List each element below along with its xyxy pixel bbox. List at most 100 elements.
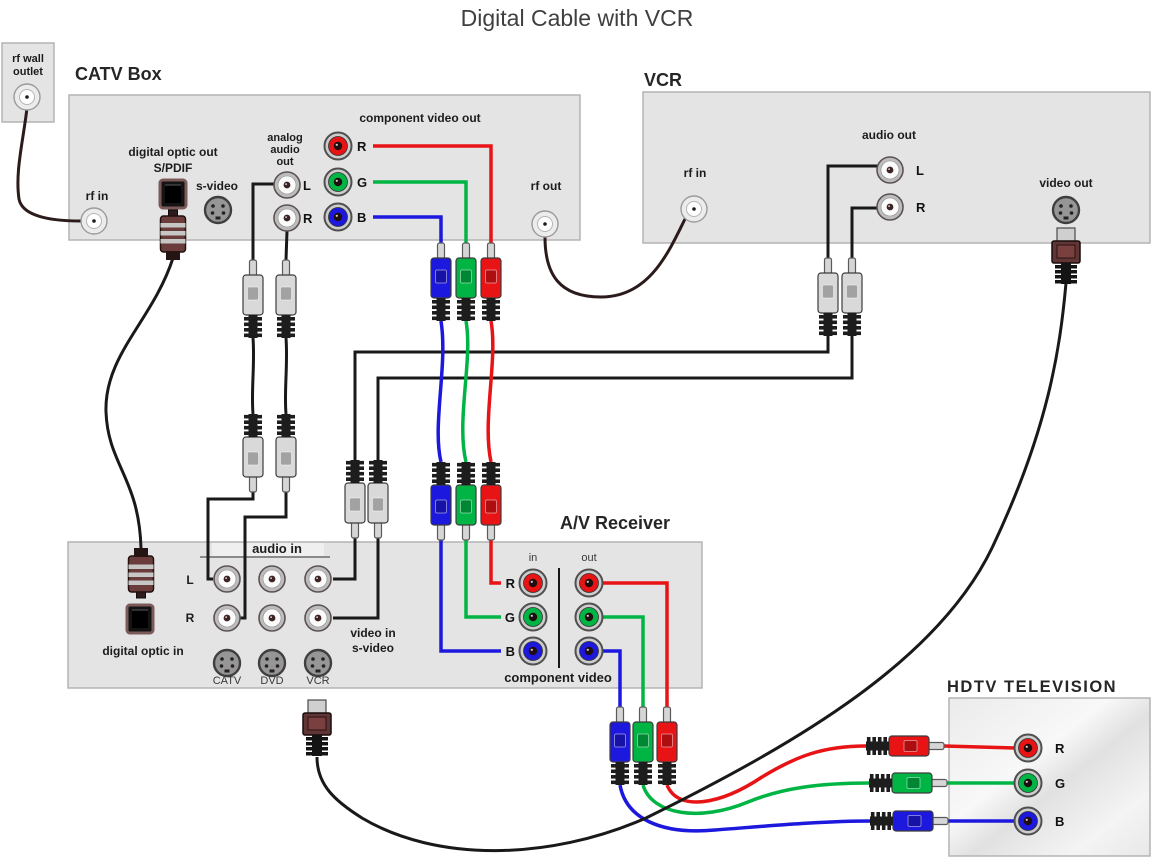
component-out-blue-cable	[618, 784, 873, 833]
receiver-audio-r-vcr-jack	[304, 604, 332, 632]
receiver-svideo-vcr-port	[303, 648, 333, 678]
rca-plug-red	[865, 735, 945, 757]
receiver-audio-l-catv-jack	[213, 565, 241, 593]
cables	[16, 107, 1068, 853]
catv-audio-r-cable	[283, 337, 289, 415]
component-red-cable	[486, 320, 495, 463]
receiver-audio-l-vcr-jack	[304, 565, 332, 593]
rca-plug-green	[455, 461, 477, 541]
rca-plug-blue	[869, 810, 949, 832]
optical-plug	[127, 547, 155, 599]
rca-plug-silver	[242, 413, 264, 493]
rca-plug-blue	[430, 242, 452, 322]
diagram-title: Digital Cable with VCR	[461, 5, 694, 31]
rca-plug-silver	[275, 259, 297, 339]
vcr-audio-r-lead	[850, 206, 878, 258]
receiver-component-in-r-jack	[518, 568, 548, 598]
catv-rf-in-label: rf in	[86, 189, 109, 203]
receiver-col-out-label: out	[581, 552, 596, 564]
tv-component-g-jack	[1013, 768, 1043, 798]
catv-audio-r-jack	[273, 204, 301, 232]
rca-plug-red	[480, 242, 502, 322]
catv-comp-r-label: R	[357, 139, 367, 154]
catv-component-r-jack	[323, 131, 353, 161]
catv-component-b-jack	[323, 202, 353, 232]
vcr-video-out-label: video out	[1039, 176, 1092, 190]
rca-plug-silver	[275, 413, 297, 493]
receiver-svideo-catv-port	[212, 648, 242, 678]
receiver-component-video-label: component video	[504, 670, 612, 685]
svideo-cable-vcr-to-receiver	[315, 282, 1068, 853]
labels: Digital Cable with VCR rf wall outlet CA…	[12, 5, 1116, 829]
catv-audio-l-jack	[273, 171, 301, 199]
catv-audio-l-label: L	[303, 178, 311, 193]
receiver-component-out-b-jack	[574, 636, 604, 666]
catv-audio-r-label: R	[303, 211, 313, 226]
component-blue-cable	[436, 320, 445, 463]
receiver-audio-r-dvd-jack	[258, 604, 286, 632]
receiver-comp-b-label: B	[506, 644, 515, 659]
component-red-to-tv	[943, 744, 1016, 750]
rca-plug-silver	[242, 259, 264, 339]
receiver-audio-r-catv-jack	[213, 604, 241, 632]
receiver-comp-g-label: G	[505, 610, 515, 625]
component-blue-to-receiver	[439, 540, 501, 653]
tv-comp-b-label: B	[1055, 814, 1064, 829]
catv-comp-b-label: B	[357, 210, 366, 225]
tv-comp-r-label: R	[1055, 741, 1065, 756]
catv-analog-label-3: out	[276, 156, 293, 168]
tv-component-r-jack	[1013, 733, 1043, 763]
receiver-optic-in-port	[125, 603, 155, 635]
catv-analog-label-1: analog	[267, 132, 302, 144]
tv-panel	[948, 697, 1151, 857]
receiver-src-vcr-label: VCR	[306, 675, 329, 687]
rca-plug-red	[656, 706, 678, 786]
receiver-digital-optic-in-label: digital optic in	[102, 644, 183, 658]
component-red-lead	[373, 144, 493, 243]
catv-audio-r-to-receiver	[237, 492, 288, 620]
receiver-component-in-b-jack	[518, 636, 548, 666]
catv-audio-l-lead	[251, 182, 274, 260]
vcr-audio-l-jack	[876, 156, 904, 184]
receiver-audio-l-label: L	[186, 573, 193, 587]
catv-spdif-label: S/PDIF	[154, 161, 193, 175]
receiver-panel	[67, 541, 703, 689]
receiver-audio-in-label: audio in	[252, 541, 302, 556]
vcr-video-out-port	[1051, 195, 1081, 225]
catv-box-title: CATV Box	[75, 64, 162, 84]
rca-plug-green	[868, 772, 948, 794]
vcr-audio-l-label: L	[916, 163, 924, 178]
receiver-col-in-label: in	[529, 552, 538, 564]
catv-rf-out-jack	[531, 210, 559, 238]
receiver-comp-r-label: R	[506, 576, 516, 591]
component-out-green-cable	[641, 781, 871, 815]
catv-digital-optic-out-label: digital optic out	[128, 145, 217, 159]
receiver-src-catv-label: CATV	[213, 675, 242, 687]
rca-plug-silver	[817, 257, 839, 337]
rca-plug-silver	[841, 257, 863, 337]
component-green-lead	[373, 180, 468, 243]
receiver-svideo-dvd-port	[257, 648, 287, 678]
rca-plug-green	[632, 706, 654, 786]
vcr-audio-l-to-receiver	[333, 538, 357, 581]
vcr-audio-r-to-receiver	[333, 538, 380, 620]
tv-comp-g-label: G	[1055, 776, 1065, 791]
coax-cable-catv-to-vcr	[543, 218, 687, 299]
catv-svideo-label: s-video	[196, 179, 238, 193]
tv-component-b-jack	[1013, 806, 1043, 836]
optical-plug	[159, 209, 187, 261]
catv-svideo-port	[203, 195, 233, 225]
vcr-audio-out-label: audio out	[862, 128, 916, 142]
vcr-audio-r-cable	[376, 336, 854, 460]
catv-audio-l-cable	[250, 337, 256, 415]
catv-component-g-jack	[323, 167, 353, 197]
component-green-to-receiver	[464, 540, 501, 619]
component-out-red-lead	[602, 581, 669, 708]
vcr-audio-r-label: R	[916, 200, 926, 215]
catv-analog-label-2: audio	[270, 144, 300, 156]
receiver-audio-l-dvd-jack	[258, 565, 286, 593]
receiver-title: A/V Receiver	[560, 513, 670, 533]
vcr-audio-l-cable	[353, 336, 830, 460]
rca-plug-silver	[344, 459, 366, 539]
